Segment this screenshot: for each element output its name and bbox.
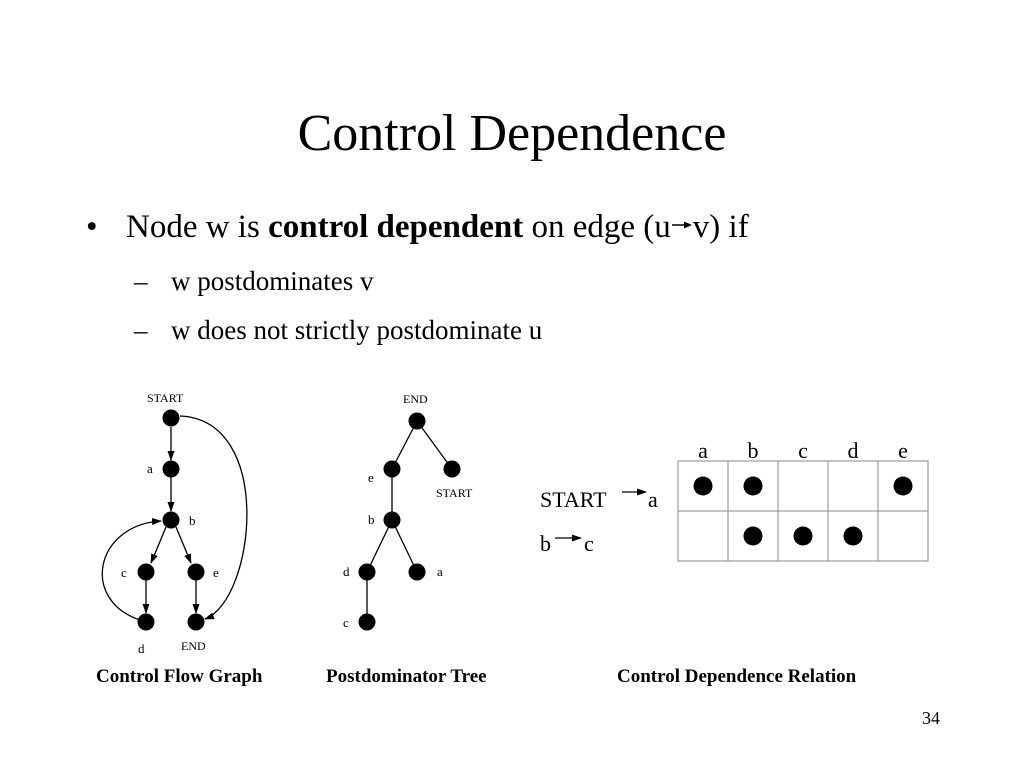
pdt-label-c: c [343,615,349,630]
cdr-edge-2-to: c [584,531,594,556]
pdt-node-end [408,412,426,430]
pdt-node-start [443,460,461,478]
caption-control-flow-graph: Control Flow Graph [96,666,263,687]
slide-title: Control Dependence [297,105,727,162]
cdr-matrix-grid [677,460,929,562]
pdt-edge-b-a [391,519,418,573]
cdr-matrix-dots [693,476,913,546]
cfg-label-start: START [147,391,184,405]
cfg-edge-b-c [150,526,167,564]
pdt-label-d: d [343,564,350,579]
sub-bullet-marker: – [134,266,148,296]
cfg-node-end [187,613,205,631]
cdr-dependence-dot [893,476,913,496]
sub-bullet-text: w postdominates v [171,266,374,296]
bullet-marker: • [86,209,98,245]
cdr-cell [877,510,929,562]
sub-bullet-marker: – [134,315,148,345]
bullet-prefix: Node w is [126,209,269,245]
cfg-label-e: e [213,565,219,580]
page-number: 34 [922,708,940,728]
cdr-column-header-b: b [748,438,759,463]
cdr-column-header-d: d [848,438,859,463]
cfg-label-a: a [147,461,153,476]
bullet-middle: on edge (u [523,209,671,245]
cfg-node-b [162,511,180,529]
cdr-cell [677,510,729,562]
pdt-edge-b-d [366,519,393,573]
cfg-node-e [187,563,205,581]
cdr-edge-2-from: b [540,531,551,556]
postdominator-tree: END e START b d a c [343,392,473,631]
pdt-edge-end-start [416,420,453,470]
cfg-label-d: d [138,641,145,656]
pdt-label-end: END [403,392,428,406]
bullet-text: Node w is control dependent on edge (u v)… [126,203,749,251]
cdr-dependence-dot [693,476,713,496]
cfg-node-a [162,460,180,478]
cfg-edge-d-b [101,518,162,621]
right-arrow-icon [671,221,692,229]
cdr-column-header-c: c [798,438,808,463]
control-dependence-relation: START a b c a b c d e [540,438,929,562]
cdr-cell [777,460,829,512]
pdt-node-d [358,563,376,581]
cdr-edge-1-from: START [540,487,607,512]
cdr-cell [827,460,879,512]
pdt-label-e: e [368,470,374,485]
cfg-label-end: END [181,639,206,653]
sub-bullet-text: w does not strictly postdominate u [171,315,543,345]
cfg-node-c [137,563,155,581]
cdr-dependence-dot [793,526,813,546]
pdt-node-e [383,460,401,478]
control-flow-graph: START a b c e d END [101,391,248,656]
cfg-edge-b-e [175,526,192,564]
caption-control-dependence-relation: Control Dependence Relation [617,666,857,687]
cfg-label-c: c [121,565,127,580]
cdr-edge-1-to: a [648,487,658,512]
pdt-edge-end-e [391,420,418,470]
bullet-suffix: v) if [692,209,749,245]
cdr-dependence-dot [743,476,763,496]
cfg-node-start [162,409,180,427]
cfg-node-d [137,613,155,631]
pdt-node-a [408,563,426,581]
pdt-node-b [383,511,401,529]
pdt-label-start: START [436,486,473,500]
cdr-column-header-e: e [898,438,908,463]
pdt-node-c [358,613,376,631]
pdt-label-a: a [437,564,443,579]
cdr-column-header-a: a [698,438,708,463]
cdr-column-headers: a b c d e [698,438,908,463]
cdr-dependence-dot [843,526,863,546]
caption-postdominator-tree: Postdominator Tree [326,666,487,687]
cfg-label-b: b [189,513,196,528]
cfg-edge-start-end [179,415,248,620]
bullet-bold-term: control dependent [268,209,524,245]
cdr-dependence-dot [743,526,763,546]
pdt-label-b: b [368,512,375,527]
